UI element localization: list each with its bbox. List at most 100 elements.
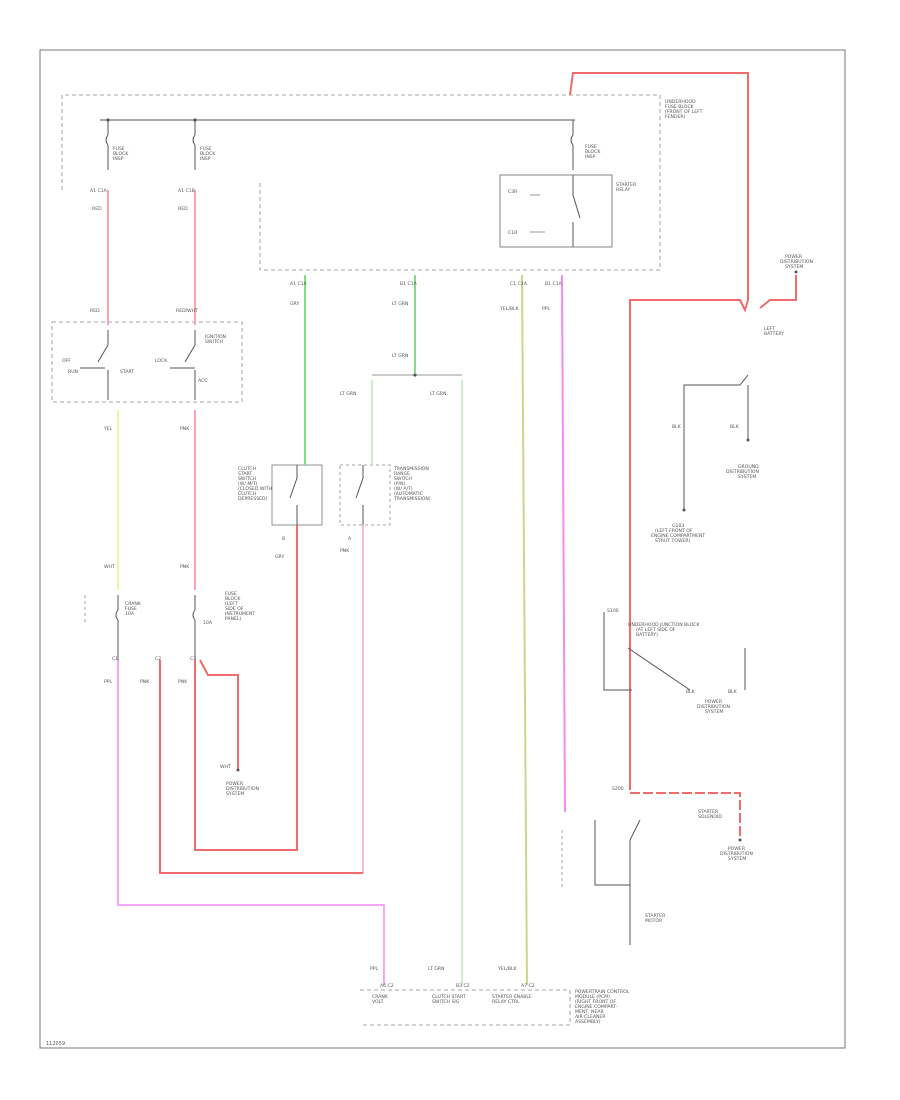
fuse-1-arc (105, 134, 109, 146)
label-wire-blk2: BLK (730, 424, 740, 430)
label-relay-c1: C3R (508, 189, 518, 195)
label-conn-c2: C2 (155, 656, 161, 662)
label-ign-pos-acc: ACC (198, 378, 207, 384)
starter-relay-coil (530, 194, 545, 233)
label-pcm-pin3: A7 C2 (521, 983, 535, 989)
powerdist-arrow-2 (738, 838, 742, 842)
wire-yelblk-relay-to-pcm (521, 274, 528, 986)
label-wire-blk3: BLK (686, 689, 696, 695)
trans-switch-contact (355, 465, 364, 525)
label-wire-ppl3: PPL (370, 966, 379, 972)
powerdist-arrow-1 (236, 768, 240, 772)
diagram-reference-code: 112059 (46, 1041, 66, 1047)
label-ign-pos-run: RUN (68, 369, 78, 375)
ign-fuse-symbol (192, 595, 196, 660)
label-conn-c1: C1 (112, 656, 118, 662)
wire-pnk-clutch-to-ign-fuse-loop (194, 525, 298, 851)
label-ign-pos-off: OFF (62, 358, 71, 364)
transmission-range-switch-box (339, 464, 391, 526)
label-junction-block: UNDERHOOD JUNCTION BLOCK(AT LEFT SIDE OF… (628, 622, 701, 638)
crank-fuse-symbol (115, 595, 119, 660)
wire-ppl-relay-to-solenoid (561, 274, 566, 813)
diagram-frame (39, 49, 846, 1049)
wire-red-crank-loop-overlay (159, 660, 363, 874)
label-relay-c2: C1R (508, 230, 518, 236)
label-pc-conn1: A1 C1A (290, 281, 308, 287)
label-conn-b: B (282, 536, 285, 542)
wire-pnk-crank-fuse-to-pcm (117, 660, 385, 985)
wire-red-solenoid-to-powerdist (630, 792, 741, 840)
clutch-switch-contact (289, 465, 298, 525)
label-pc-conn3: C1 C1A (510, 281, 528, 287)
wire-red-fuseblock-to-battery (569, 72, 749, 790)
label-node-s200: S200 (612, 786, 624, 792)
label-wire-pnk3: PNK (140, 679, 150, 685)
label-wire-ltgrn5: LT GRN (428, 966, 444, 972)
label-wire-ltgrn3: LT GRN (340, 391, 356, 397)
label-wire-pnk2: PNK (180, 564, 190, 570)
pcm-outline (360, 989, 571, 1026)
label-wire-wht: WHT (104, 564, 115, 570)
label-pcm-pin1: A6 C2 (380, 983, 394, 989)
label-wire-yelblk1: YEL/BLK (499, 306, 520, 312)
wire-pnk-trans-to-crank-loop (159, 525, 364, 874)
starter-relay-box (499, 174, 613, 248)
underhood-fuse-block-outline (61, 94, 661, 271)
label-pc-conn4: B1 C1A (545, 281, 563, 287)
label-pc-conn2: B1 C1A (400, 281, 418, 287)
label-pcm-pin2: B3 C2 (456, 983, 470, 989)
label-wire-blk1: BLK (672, 424, 682, 430)
ignition-switch-contact-1 (80, 330, 109, 400)
label-wire-red3: RED (90, 308, 100, 314)
fuse-2-arc (192, 134, 196, 146)
label-wire-blk4: BLK (728, 689, 738, 695)
label-node-s100: S100 (607, 608, 619, 614)
ground-arrow-1 (682, 508, 686, 512)
fuse-3-arc (570, 134, 574, 146)
battery-terminal (794, 270, 798, 274)
label-wire-red2: RED (178, 206, 188, 212)
label-wire-yel: YEL (103, 426, 113, 432)
label-wire-pnk5: PNK (340, 548, 350, 554)
label-wire-ltgrn4: LT GRN (430, 391, 446, 397)
starter-solenoid-symbol (594, 819, 641, 886)
label-wire-gry: GRY (290, 301, 299, 307)
label-wire-yelblk2: YEL/BLK (497, 966, 518, 972)
label-wire-red1: RED (92, 206, 102, 212)
label-conn-c3: C3 (190, 656, 196, 662)
label-wire-gry2: GRY (275, 554, 284, 560)
ignition-switch-contact-2 (170, 330, 196, 400)
wire-blk-junction-taps (627, 647, 746, 691)
starter-relay-contact (572, 175, 581, 247)
wire-red-battery-terminal (759, 275, 797, 309)
label-ign-pos-lock: LOCK (155, 358, 168, 364)
wire-blk-junction-bracket (603, 612, 632, 691)
label-fuse-conn1: A1 C1A (90, 188, 108, 194)
label-wire-pnk4: PNK (178, 679, 188, 685)
label-wire-ltgrn1: LT GRN (392, 301, 408, 307)
label-wire-ltgrn2: LT GRN (392, 353, 408, 359)
label-ign-pos-start: START (120, 369, 134, 375)
ignition-switch-outline (51, 321, 243, 403)
